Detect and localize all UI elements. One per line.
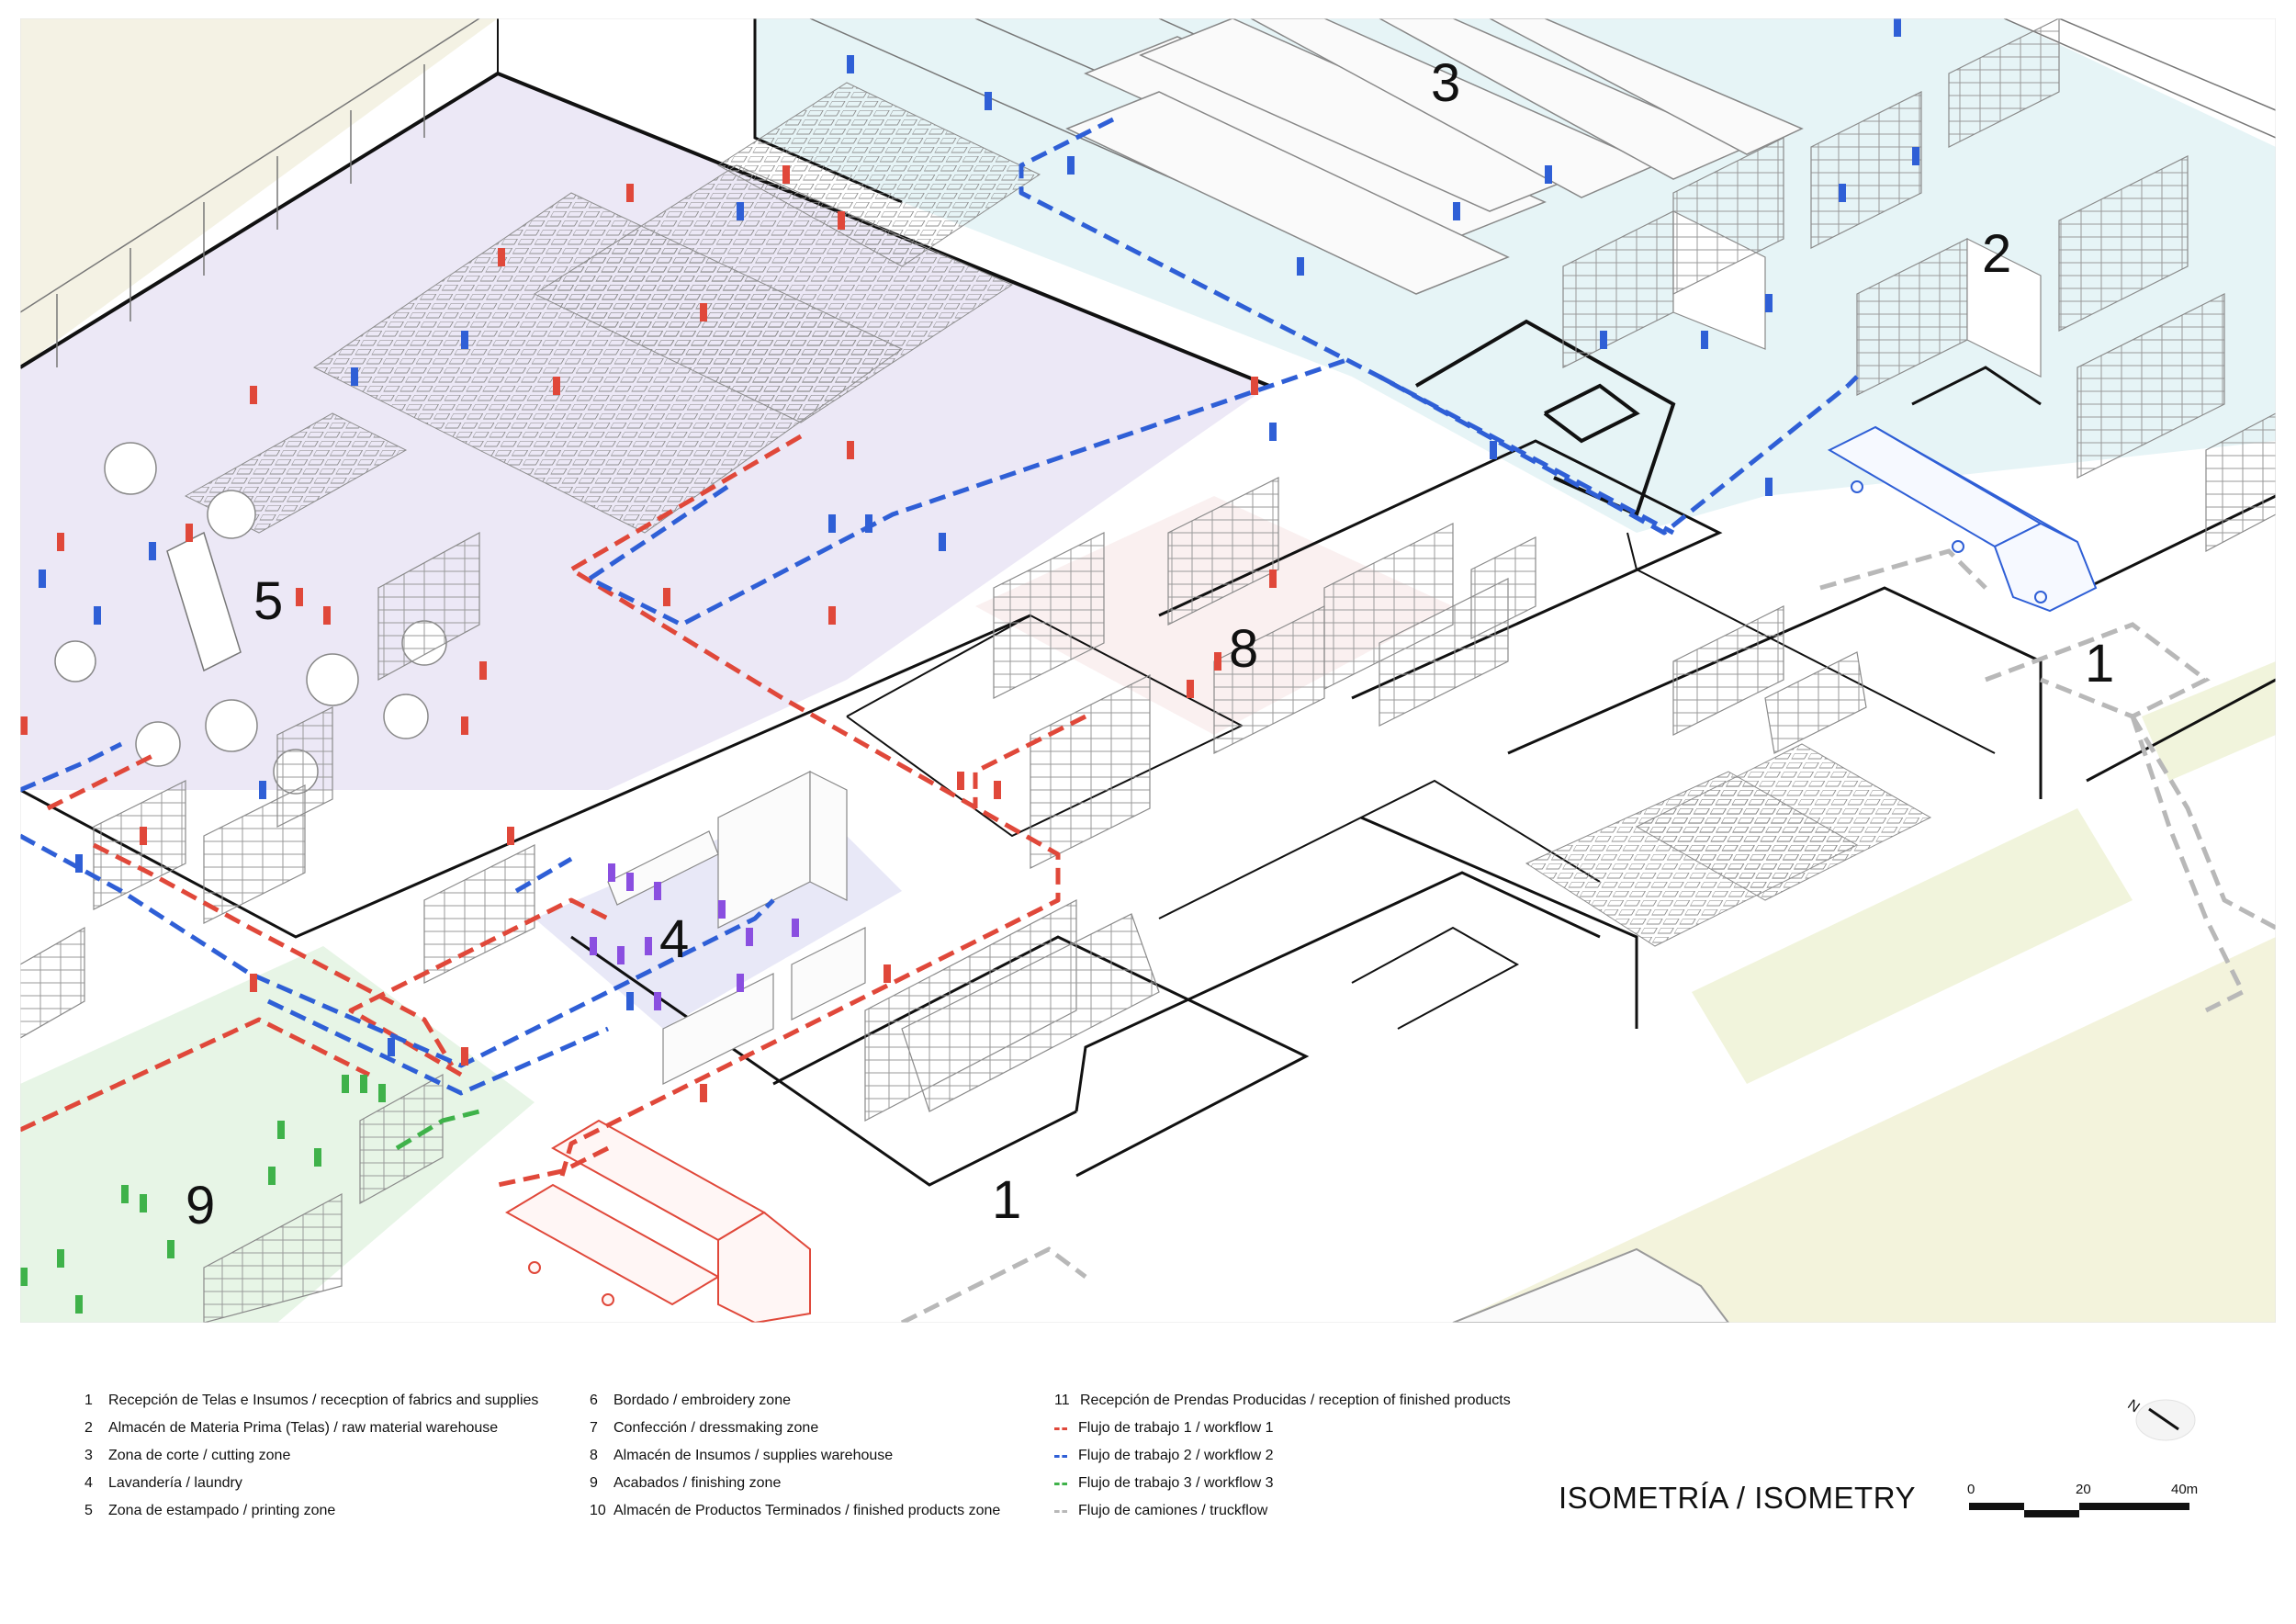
legend-text: Zona de estampado / printing zone — [108, 1503, 336, 1518]
scale-tick-0: 0 — [1967, 1482, 1975, 1497]
legend-number: 2 — [84, 1420, 93, 1436]
legend-number: 6 — [590, 1393, 598, 1408]
zone-number-1-bottom: 1 — [992, 1170, 1021, 1230]
legend-item-7: 7 Confección / dressmaking zone — [590, 1415, 1000, 1442]
legend-text: Bordado / embroidery zone — [613, 1393, 791, 1408]
legend-item-8: 8 Almacén de Insumos / supplies warehouse — [590, 1442, 1000, 1470]
zone-number-3: 3 — [1431, 53, 1460, 113]
truck-blue — [1827, 425, 2098, 613]
legend-item-1: 1 Recepción de Telas e Insumos / rececpti… — [84, 1387, 538, 1415]
legend-number: 7 — [590, 1420, 598, 1436]
legend-text: Almacén de Materia Prima (Telas) / raw m… — [108, 1420, 499, 1436]
truckflow-path — [900, 548, 2276, 1323]
zone-number-9: 9 — [186, 1176, 215, 1235]
legend-number: 11 — [1054, 1393, 1070, 1408]
printing-tables — [54, 82, 1041, 795]
legend-item-5: 5 Zona de estampado / printing zone — [84, 1497, 538, 1525]
ground-lawn-mid — [1692, 808, 2133, 1084]
zone-number-5: 5 — [253, 571, 283, 631]
finished-products-tables — [1525, 743, 1932, 947]
legend-item-4: 4 Lavandería / laundry — [84, 1470, 538, 1497]
legend-item-2: 2 Almacén de Materia Prima (Telas) / raw … — [84, 1415, 538, 1442]
workers-red — [20, 165, 1277, 1102]
legend-item-6: 6 Bordado / embroidery zone — [590, 1387, 1000, 1415]
ground-area — [20, 18, 498, 367]
legend-item-9: 9 Acabados / finishing zone — [590, 1470, 1000, 1497]
legend-text: Flujo de trabajo 3 / workflow 3 — [1078, 1475, 1274, 1491]
truck-grey — [1452, 1247, 1730, 1323]
legend-text: Flujo de trabajo 1 / workflow 1 — [1078, 1420, 1274, 1436]
workflow-2-swatch — [1054, 1454, 1067, 1458]
legend-text: Flujo de camiones / truckflow — [1078, 1503, 1268, 1518]
legend-flow-1: Flujo de trabajo 1 / workflow 1 — [1054, 1415, 1511, 1442]
legend-number: 9 — [590, 1475, 598, 1491]
cutting-tables — [1065, 18, 1804, 295]
legend-number: 10 — [590, 1503, 606, 1518]
scale-tick-40: 40m — [2171, 1482, 2198, 1497]
legend-item-11: 11 Recepción de Prendas Producidas / rece… — [1054, 1387, 1511, 1415]
workflow-1-swatch — [1054, 1427, 1067, 1430]
truckflow-swatch — [1054, 1509, 1067, 1513]
legend-flow-2: Flujo de trabajo 2 / workflow 2 — [1054, 1442, 1511, 1470]
legend-text: Recepción de Prendas Producidas / recept… — [1080, 1393, 1511, 1408]
legend-text: Zona de corte / cutting zone — [108, 1448, 291, 1463]
truck-red — [505, 1119, 811, 1323]
scale-tick-20: 20 — [2076, 1482, 2091, 1497]
zone-number-2: 2 — [1982, 224, 2011, 284]
north-arrow-icon: N — [2124, 1397, 2196, 1441]
workflow-2-path — [20, 117, 1859, 1096]
legend-number: 5 — [84, 1503, 93, 1518]
legend-flow-truck: Flujo de camiones / truckflow — [1054, 1497, 1511, 1525]
legend-item-10: 10 Almacén de Productos Terminados / fini… — [590, 1497, 1000, 1525]
legend-text: Acabados / finishing zone — [613, 1475, 782, 1491]
legend-text: Confección / dressmaking zone — [613, 1420, 819, 1436]
workers-blue — [39, 18, 1919, 1056]
legend-text: Recepción de Telas e Insumos / rececptio… — [108, 1393, 539, 1408]
storage-racks — [20, 18, 2276, 1323]
workers-green — [20, 1075, 386, 1314]
laundry-machines — [607, 771, 866, 1085]
legend-flow-3: Flujo de trabajo 3 / workflow 3 — [1054, 1470, 1511, 1497]
drawing-title: ISOMETRÍA / ISOMETRY — [1559, 1481, 1916, 1515]
legend-column-1: 1 Recepción de Telas e Insumos / rececpti… — [84, 1387, 538, 1525]
ground-lawn-right — [1453, 937, 2276, 1323]
legend-number: 4 — [84, 1475, 93, 1491]
workflow-3-path — [395, 1109, 480, 1151]
zone-number-1-right: 1 — [2085, 634, 2114, 694]
workflow-1-path — [20, 434, 1087, 1188]
workflow-3-swatch — [1054, 1482, 1067, 1485]
scale-bar: 0 20 40m — [1967, 1482, 2198, 1517]
legend-number: 3 — [84, 1448, 93, 1463]
legend-column-3: 11 Recepción de Prendas Producidas / rece… — [1054, 1387, 1511, 1525]
legend-item-3: 3 Zona de corte / cutting zone — [84, 1442, 538, 1470]
legend-column-2: 6 Bordado / embroidery zone 7 Confección /… — [590, 1387, 1000, 1525]
isometric-drawing: 1 1 2 3 4 5 8 9 — [20, 18, 2276, 1323]
legend-text: Flujo de trabajo 2 / workflow 2 — [1078, 1448, 1274, 1463]
legend-text: Lavandería / laundry — [108, 1475, 242, 1491]
workers-purple — [590, 863, 799, 1010]
legend-number: 1 — [84, 1393, 93, 1408]
legend-text: Almacén de Insumos / supplies warehouse — [613, 1448, 894, 1463]
legend-number: 8 — [590, 1448, 598, 1463]
ground-lawn-top — [2142, 661, 2276, 781]
legend-text: Almacén de Productos Terminados / finish… — [613, 1503, 1001, 1518]
zone-number-4: 4 — [659, 909, 689, 969]
zone-number-8: 8 — [1229, 619, 1258, 679]
